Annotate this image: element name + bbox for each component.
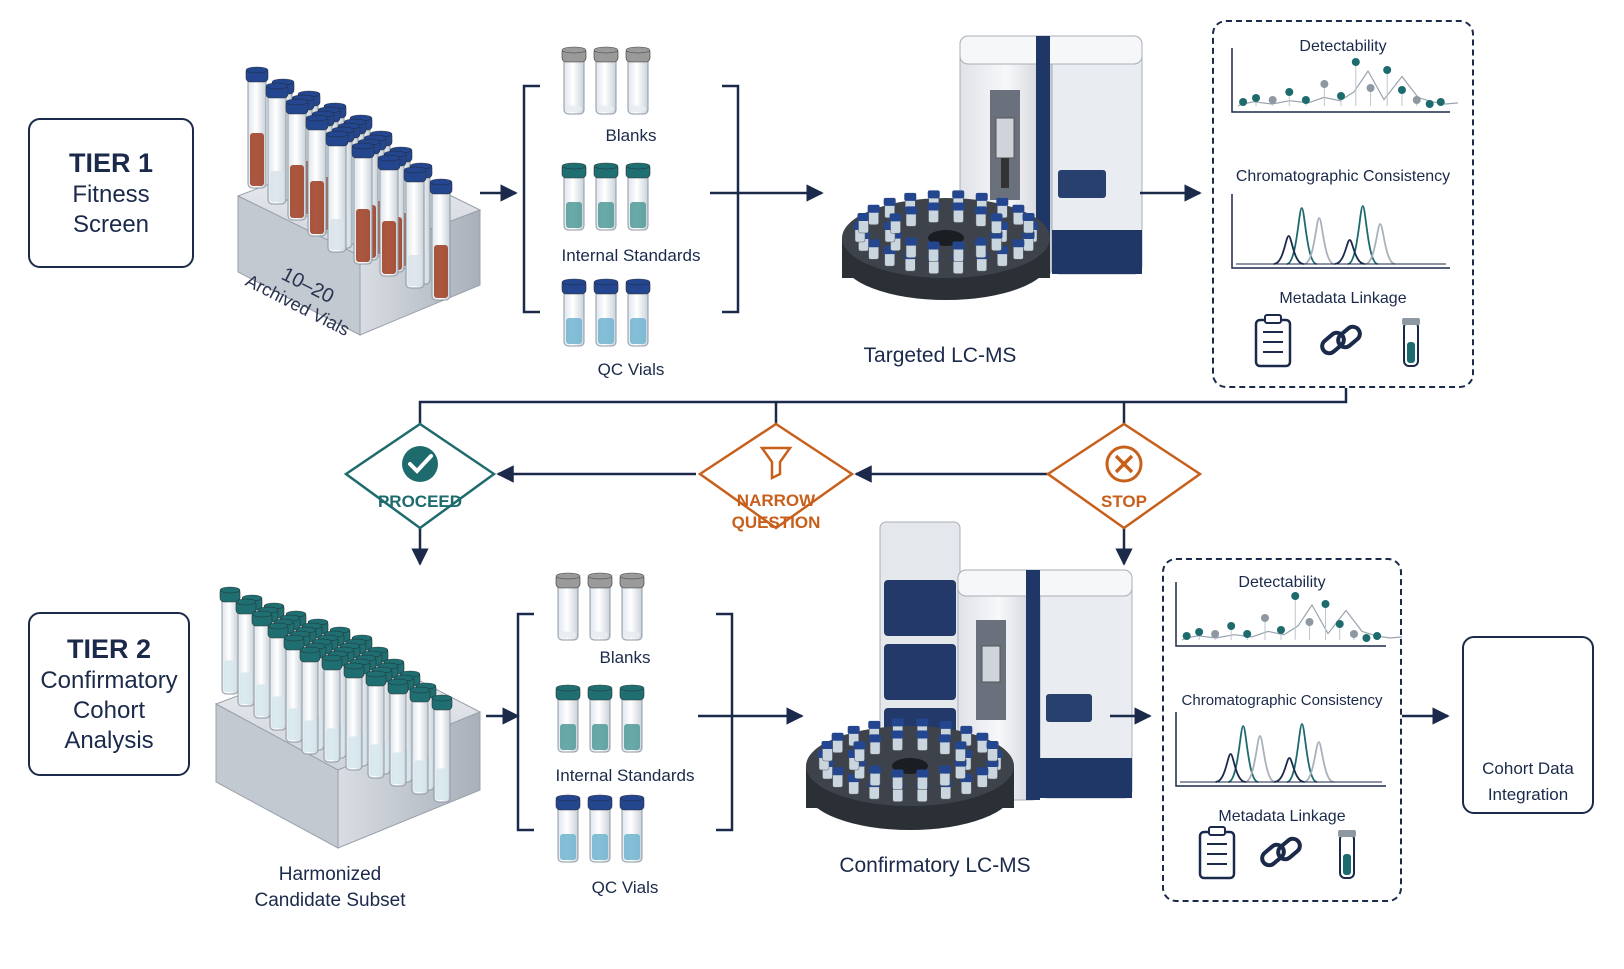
vial — [555, 572, 581, 641]
vial — [587, 794, 613, 863]
proceed-label: PROCEED — [377, 492, 463, 511]
link-icon — [1260, 836, 1302, 868]
tier2-subtitle-1: Confirmatory — [40, 667, 178, 694]
vial — [555, 794, 581, 863]
tier1-subtitle-2: Screen — [72, 211, 150, 238]
panel1-detectability-title: Detectability — [1299, 38, 1387, 55]
sample-tube-icon — [1402, 318, 1420, 367]
vial — [351, 142, 375, 265]
vial — [561, 46, 587, 115]
vial — [299, 646, 321, 755]
vial — [619, 572, 645, 641]
vial — [409, 686, 431, 795]
tier2-qc-vials-label: QC Vials — [591, 878, 659, 897]
tier2-box: TIER 2 Confirmatory Cohort Analysis — [28, 612, 190, 776]
tier2-internal-standards-label: Internal Standards — [555, 766, 695, 785]
tier2-subtitle-3: Analysis — [64, 727, 154, 754]
narrow-label-1: NARROW — [736, 491, 816, 510]
clipboard-icon — [1198, 826, 1236, 880]
panel2-chromatographic-title: Chromatographic Consistency — [1181, 692, 1383, 709]
targeted-lcms-instrument — [842, 35, 1143, 300]
cross-circle-icon — [1105, 445, 1143, 483]
decision-connectors — [411, 388, 1348, 566]
instrument1-label: Targeted LC-MS — [863, 344, 1017, 367]
vial — [285, 98, 309, 221]
rack2-label-2: Candidate Subset — [254, 890, 406, 911]
panel2-charts — [1175, 582, 1403, 880]
vial — [619, 684, 645, 753]
vial — [305, 114, 329, 237]
vial — [561, 278, 587, 347]
tier1-box: TIER 1 Fitness Screen — [28, 118, 194, 268]
vial — [403, 166, 427, 289]
vial — [283, 634, 305, 743]
vial — [625, 278, 651, 347]
vial — [377, 154, 401, 277]
vial — [593, 46, 619, 115]
vial — [251, 610, 273, 719]
vial — [561, 162, 587, 231]
integration-label-2: Integration — [1487, 785, 1569, 804]
panel1-charts — [1231, 48, 1459, 368]
tier2-title: TIER 2 — [66, 634, 152, 664]
sample-tube-icon — [1338, 830, 1356, 879]
stop-label: STOP — [1101, 492, 1147, 511]
tier1-vial-rack — [236, 66, 482, 336]
vial — [555, 684, 581, 753]
vial — [235, 598, 257, 707]
narrow-question-decision — [697, 422, 855, 530]
confirmatory-lcms-instrument — [806, 521, 1133, 830]
instrument2-label: Confirmatory LC-MS — [839, 854, 1031, 877]
clipboard-icon — [1254, 314, 1292, 368]
funnel-icon — [759, 446, 793, 481]
panel2-metadata-title: Metadata Linkage — [1218, 808, 1346, 825]
rack2-label-1: Harmonized — [278, 864, 382, 885]
tier1-subtitle-1: Fitness — [72, 181, 150, 208]
integration-label-1: Cohort Data — [1482, 759, 1574, 778]
tier1-qc-panel: Detectability Chromatographic Consistenc… — [1212, 20, 1474, 388]
tier2-qc-panel: Detectability Chromatographic Consistenc… — [1162, 558, 1402, 902]
vial — [343, 662, 365, 771]
panel1-chromatographic-title: Chromatographic Consistency — [1235, 168, 1451, 185]
rack2-label: Harmonized Candidate Subset — [230, 862, 430, 914]
vial — [431, 694, 453, 803]
link-icon — [1320, 324, 1362, 356]
vial — [625, 162, 651, 231]
narrow-label-2: QUESTION — [731, 513, 821, 532]
vial — [429, 178, 453, 301]
vial — [245, 66, 269, 189]
stop-decision — [1045, 422, 1203, 530]
proceed-decision — [343, 422, 497, 530]
tier2-vial-rack — [214, 586, 482, 849]
tier1-title: TIER 1 — [68, 148, 154, 178]
vial — [619, 794, 645, 863]
vial — [365, 670, 387, 779]
cohort-integration-box: Cohort Data Integration — [1462, 636, 1594, 814]
vial — [325, 130, 349, 253]
vial — [593, 162, 619, 231]
tier2-blanks-label: Blanks — [599, 648, 651, 667]
tier1-qc-vials-label: QC Vials — [597, 360, 665, 379]
tier1-internal-standards-label: Internal Standards — [561, 246, 701, 265]
vial — [625, 46, 651, 115]
vial — [587, 572, 613, 641]
vial — [321, 654, 343, 763]
panel2-detectability-title: Detectability — [1238, 574, 1326, 591]
tier1-vial-bracket — [522, 84, 740, 314]
vial — [265, 82, 289, 205]
vial — [593, 278, 619, 347]
tier2-subtitle-2: Cohort — [72, 697, 146, 724]
vial — [387, 678, 409, 787]
check-icon — [402, 446, 438, 482]
tier1-blanks-label: Blanks — [605, 126, 657, 145]
panel1-metadata-title: Metadata Linkage — [1279, 290, 1407, 307]
integration-label: Cohort Data Integration — [1464, 756, 1592, 808]
vial — [587, 684, 613, 753]
narrow-question-label: NARROW QUESTION — [706, 490, 846, 534]
